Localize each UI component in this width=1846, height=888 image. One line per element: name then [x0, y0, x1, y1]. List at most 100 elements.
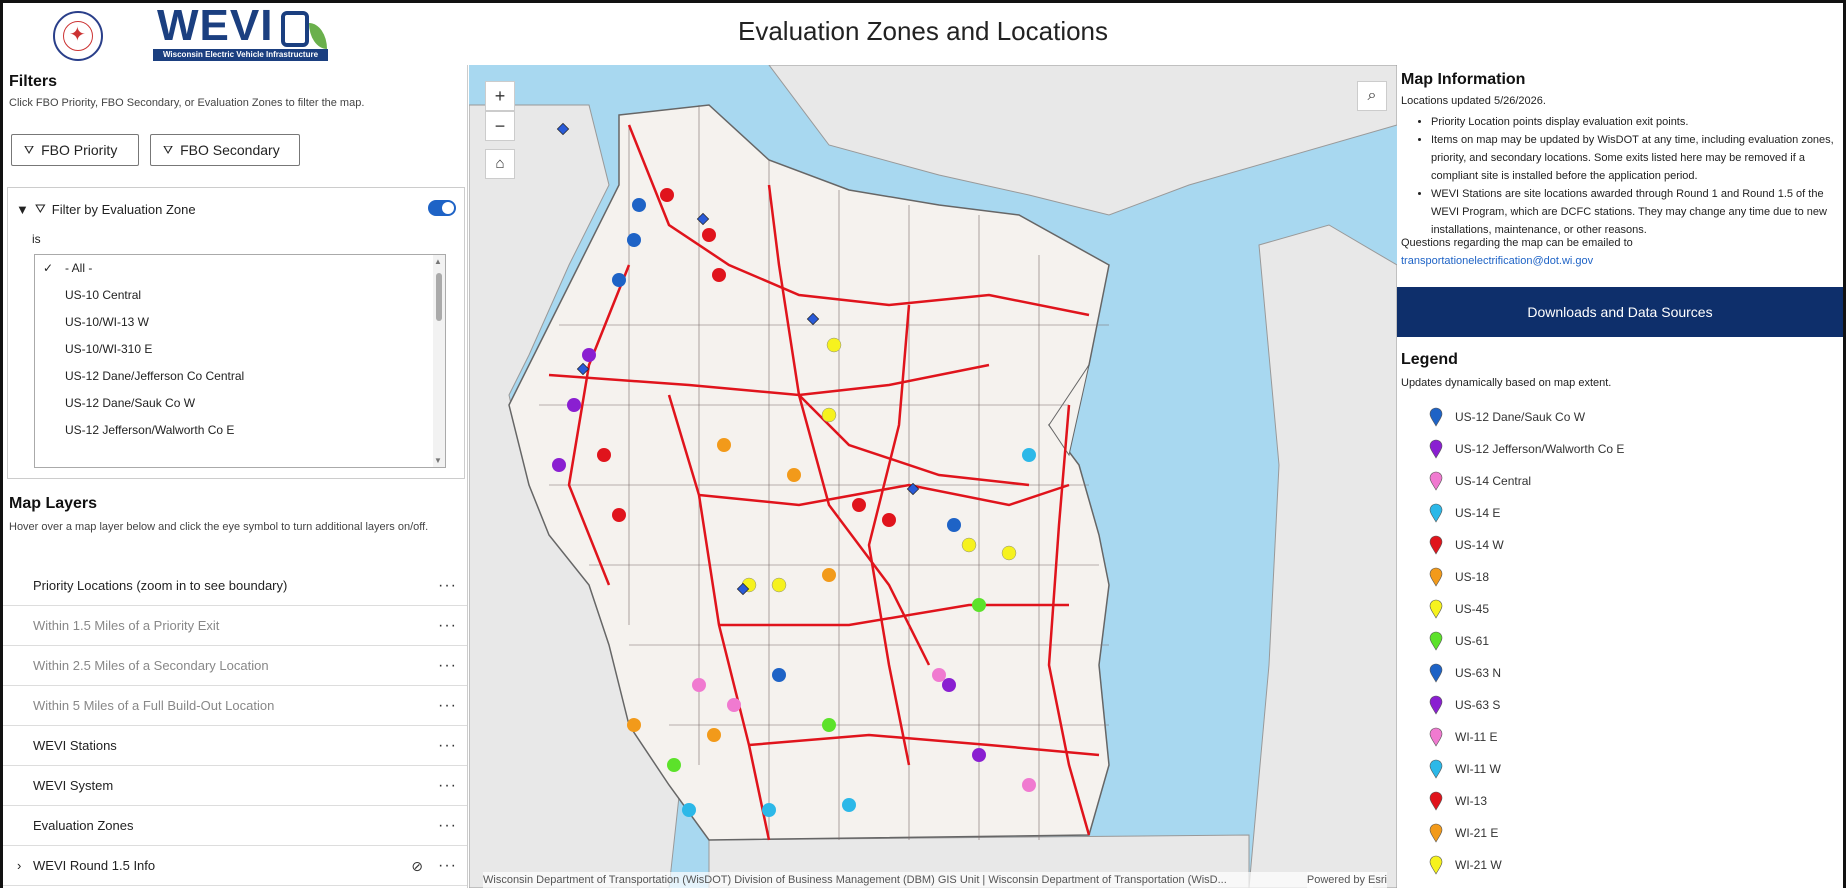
zone-option[interactable]: ✓- All - [35, 255, 445, 282]
county-boundaries [539, 105, 1109, 840]
evaluation-zone-pins[interactable] [552, 188, 1036, 817]
header: ✦ WEVI Wisconsin Electric Vehicle Infras… [3, 1, 1843, 63]
map-pin-icon [1429, 535, 1443, 555]
zone-filter-header[interactable]: ▼ ⛛ Filter by Evaluation Zone [16, 201, 196, 217]
map-canvas[interactable] [469, 65, 1397, 888]
contact-email-link[interactable]: transportationelectrification@dot.wi.gov [1401, 255, 1594, 267]
zone-option-label: - All - [65, 261, 93, 275]
questions-text: Questions regarding the map can be email… [1401, 237, 1633, 249]
scroll-thumb[interactable] [436, 273, 442, 321]
filter-icon: ⛛ [24, 142, 35, 157]
info-bullet: Items on map may be updated by WisDOT at… [1431, 131, 1841, 185]
legend-item: WI-13 [1429, 785, 1829, 817]
map-pin-icon [1429, 695, 1443, 715]
search-icon[interactable]: ⌕ [1357, 81, 1387, 111]
layer-item[interactable]: Within 1.5 Miles of a Priority Exit ··· [3, 606, 467, 646]
zone-option[interactable]: US-10 Central [35, 282, 445, 309]
more-options-icon[interactable]: ··· [438, 657, 457, 674]
caret-down-icon[interactable]: ▼ [16, 201, 29, 217]
zoom-in-button[interactable]: + [485, 81, 515, 111]
zone-option-label: US-10/WI-310 E [65, 342, 153, 356]
map-pin-icon [1429, 631, 1443, 651]
more-options-icon[interactable]: ··· [438, 777, 457, 794]
scroll-up-icon[interactable]: ▲ [434, 257, 442, 266]
zone-option[interactable]: US-12 Dane/Sauk Co W [35, 390, 445, 417]
chevron-right-icon[interactable]: › [17, 858, 22, 873]
legend-subtitle: Updates dynamically based on map extent. [1401, 377, 1612, 389]
zone-list-scrollbar[interactable]: ▲ ▼ [433, 255, 445, 467]
legend-label: US-63 S [1455, 698, 1501, 712]
seal-ring [63, 21, 93, 51]
legend-item: WI-11 E [1429, 721, 1829, 753]
zone-option[interactable]: US-12 Jefferson/Walworth Co E [35, 417, 445, 444]
logo-tagline: Wisconsin Electric Vehicle Infrastructur… [153, 49, 328, 61]
info-bullet: Priority Location points display evaluat… [1431, 113, 1841, 131]
more-options-icon[interactable]: ··· [438, 697, 457, 714]
zone-options-list[interactable]: ✓- All - US-10 Central US-10/WI-13 W US-… [34, 254, 446, 468]
fbo-secondary-button[interactable]: ⛛ FBO Secondary [150, 134, 300, 166]
legend-item: WI-11 W [1429, 753, 1829, 785]
more-options-icon[interactable]: ··· [438, 737, 457, 754]
map-pin-icon [1429, 503, 1443, 523]
legend-label: US-61 [1455, 634, 1490, 648]
map-information-title: Map Information [1401, 71, 1526, 88]
layer-item[interactable]: Evaluation Zones··· [3, 806, 467, 846]
more-options-icon[interactable]: ··· [438, 577, 457, 594]
highway-network [548, 124, 1100, 841]
zoom-out-button[interactable]: − [485, 111, 515, 141]
powered-by-esri[interactable]: Powered by Esri [1306, 872, 1387, 888]
left-panel: Filters Click FBO Priority, FBO Secondar… [3, 65, 468, 888]
wisdot-logo: ✦ [53, 11, 103, 61]
layer-label: WEVI Stations [33, 738, 117, 753]
map-pin-icon [1429, 791, 1443, 811]
zone-option-label: US-10/WI-13 W [65, 315, 150, 329]
info-bullets: Priority Location points display evaluat… [1421, 113, 1841, 239]
map-pin-icon [1429, 855, 1443, 875]
zone-option-label: US-12 Dane/Sauk Co W [65, 396, 196, 410]
legend-label: US-14 W [1455, 538, 1504, 552]
scroll-down-icon[interactable]: ▼ [434, 456, 442, 465]
layer-item[interactable]: Priority Locations (zoom in to see bound… [3, 566, 467, 606]
legend-item: US-45 [1429, 593, 1829, 625]
map-pin-icon [1429, 727, 1443, 747]
layer-label: Within 2.5 Miles of a Secondary Location [33, 658, 269, 673]
zone-filter-toggle[interactable] [428, 200, 456, 216]
zone-option-label: US-12 Jefferson/Walworth Co E [65, 423, 235, 437]
legend-item: US-14 Central [1429, 465, 1829, 497]
legend-label: WI-21 W [1455, 858, 1502, 872]
more-options-icon[interactable]: ··· [438, 617, 457, 634]
layer-item[interactable]: WEVI Stations ··· [3, 726, 467, 766]
map-pin-icon [1429, 471, 1443, 491]
legend-item: WI-21 W [1429, 849, 1829, 881]
fbo-priority-button[interactable]: ⛛ FBO Priority [11, 134, 139, 166]
more-options-icon[interactable]: ··· [438, 857, 457, 874]
map-pin-icon [1429, 407, 1443, 427]
layer-label: Within 1.5 Miles of a Priority Exit [33, 618, 220, 633]
layer-item[interactable]: WEVI System··· [3, 766, 467, 806]
zone-option[interactable]: US-10/WI-13 W [35, 309, 445, 336]
layer-item[interactable]: Within 5 Miles of a Full Build-Out Locat… [3, 686, 467, 726]
layer-label: WEVI Round 1.5 Info [33, 858, 156, 873]
home-button[interactable]: ⌂ [485, 149, 515, 179]
layer-item[interactable]: Within 2.5 Miles of a Secondary Location… [3, 646, 467, 686]
map-pin-icon [1429, 823, 1443, 843]
zone-option[interactable]: US-10/WI-310 E [35, 336, 445, 363]
zone-option[interactable]: US-12 Dane/Jefferson Co Central [35, 363, 445, 390]
right-panel: Map Information Locations updated 5/26/2… [1397, 65, 1843, 888]
legend-label: WI-11 W [1455, 762, 1501, 776]
map-view[interactable]: + − ⌂ ⌕ Wisconsin Department of Transpor… [469, 65, 1397, 888]
plug-icon [281, 11, 309, 47]
legend-label: US-63 N [1455, 666, 1502, 680]
legend-label: US-14 Central [1455, 474, 1532, 488]
more-options-icon[interactable]: ··· [438, 817, 457, 834]
layer-item[interactable]: › WEVI Round 1.5 Info ⊘ ··· [3, 846, 467, 886]
downloads-button[interactable]: Downloads and Data Sources [1397, 287, 1843, 337]
filter-icon: ⛛ [34, 201, 46, 216]
map-pin-icon [1429, 663, 1443, 683]
secondary-location-markers[interactable] [556, 122, 920, 596]
legend-item: US-18 [1429, 561, 1829, 593]
neighbor-state-north [768, 65, 1397, 216]
eye-off-icon[interactable]: ⊘ [411, 858, 423, 874]
info-bullet: WEVI Stations are site locations awarded… [1431, 185, 1841, 239]
